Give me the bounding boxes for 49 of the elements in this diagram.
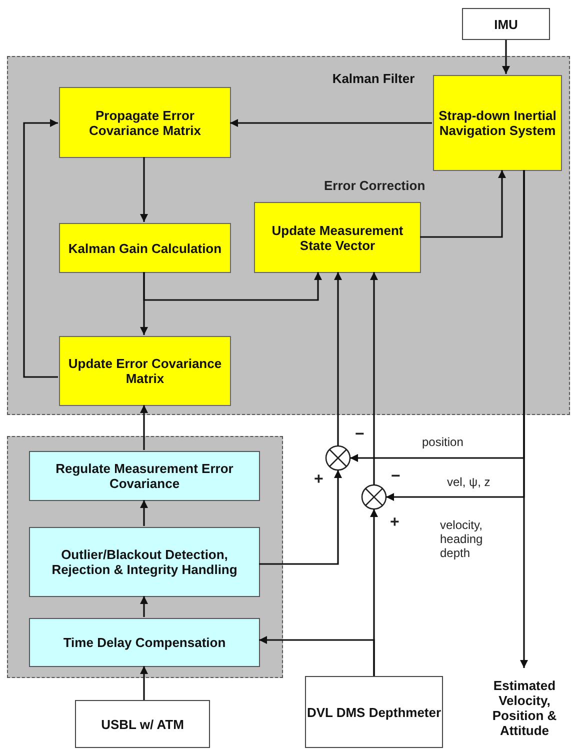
arrow: [143, 272, 322, 301]
arrow: [420, 170, 506, 238]
box-label: Kalman Gain Calculation: [67, 240, 223, 256]
arrow: [259, 636, 375, 676]
arrow: [502, 40, 510, 74]
edge-label: position: [420, 435, 466, 449]
sign-label: −: [391, 470, 400, 484]
arrow: [140, 500, 148, 526]
process-box: [59, 336, 231, 406]
sign-label: +: [314, 473, 324, 487]
arrow: [140, 596, 148, 617]
arrow: [334, 272, 342, 446]
arrow: [370, 272, 378, 485]
arrow: [230, 119, 432, 127]
arrow: [23, 119, 58, 378]
process-box: [254, 202, 421, 273]
sign-label: −: [355, 428, 364, 442]
box-label: DVL DMS Depthmeter: [306, 704, 442, 720]
process-box: [59, 87, 231, 158]
signal-note: velocity, heading depth: [440, 518, 484, 560]
group-panel: [7, 436, 283, 678]
arrow: [140, 405, 148, 450]
box-label: Time Delay Compensation: [62, 635, 227, 650]
box-label: IMU: [494, 16, 518, 32]
device-box: [75, 700, 210, 748]
process-box: [433, 75, 562, 171]
sign-label: +: [390, 516, 400, 530]
box-label: USBL w/ ATM: [101, 716, 184, 732]
output-label: Estimated Velocity, Position & Attitude: [491, 678, 558, 738]
box-label: Update Measurement State Vector: [270, 222, 404, 252]
section-heading: Error Correction: [324, 179, 426, 193]
arrow: [386, 170, 525, 501]
arrow: [140, 666, 148, 700]
group-panel: [7, 56, 570, 415]
box-label: Strap-down Inertial Navigation System: [438, 108, 558, 138]
process-box: [29, 618, 260, 667]
edge-label: vel, ψ, z: [445, 475, 492, 489]
device-box: [305, 676, 443, 748]
process-box: [29, 527, 260, 597]
box-label: Outlier/Blackout Detection, Rejection & Integrity Handling: [50, 547, 238, 577]
box-label: Update Error Covariance Matrix: [67, 356, 223, 386]
arrow: [140, 157, 148, 222]
box-label: Propagate Error Covariance Matrix: [88, 108, 202, 138]
process-box: [59, 223, 231, 273]
device-box: [462, 8, 550, 40]
box-label: Regulate Measurement Error Covariance: [54, 461, 234, 491]
group-heading: Kalman Filter: [332, 71, 415, 86]
process-box: [29, 451, 260, 501]
arrow: [259, 470, 342, 565]
